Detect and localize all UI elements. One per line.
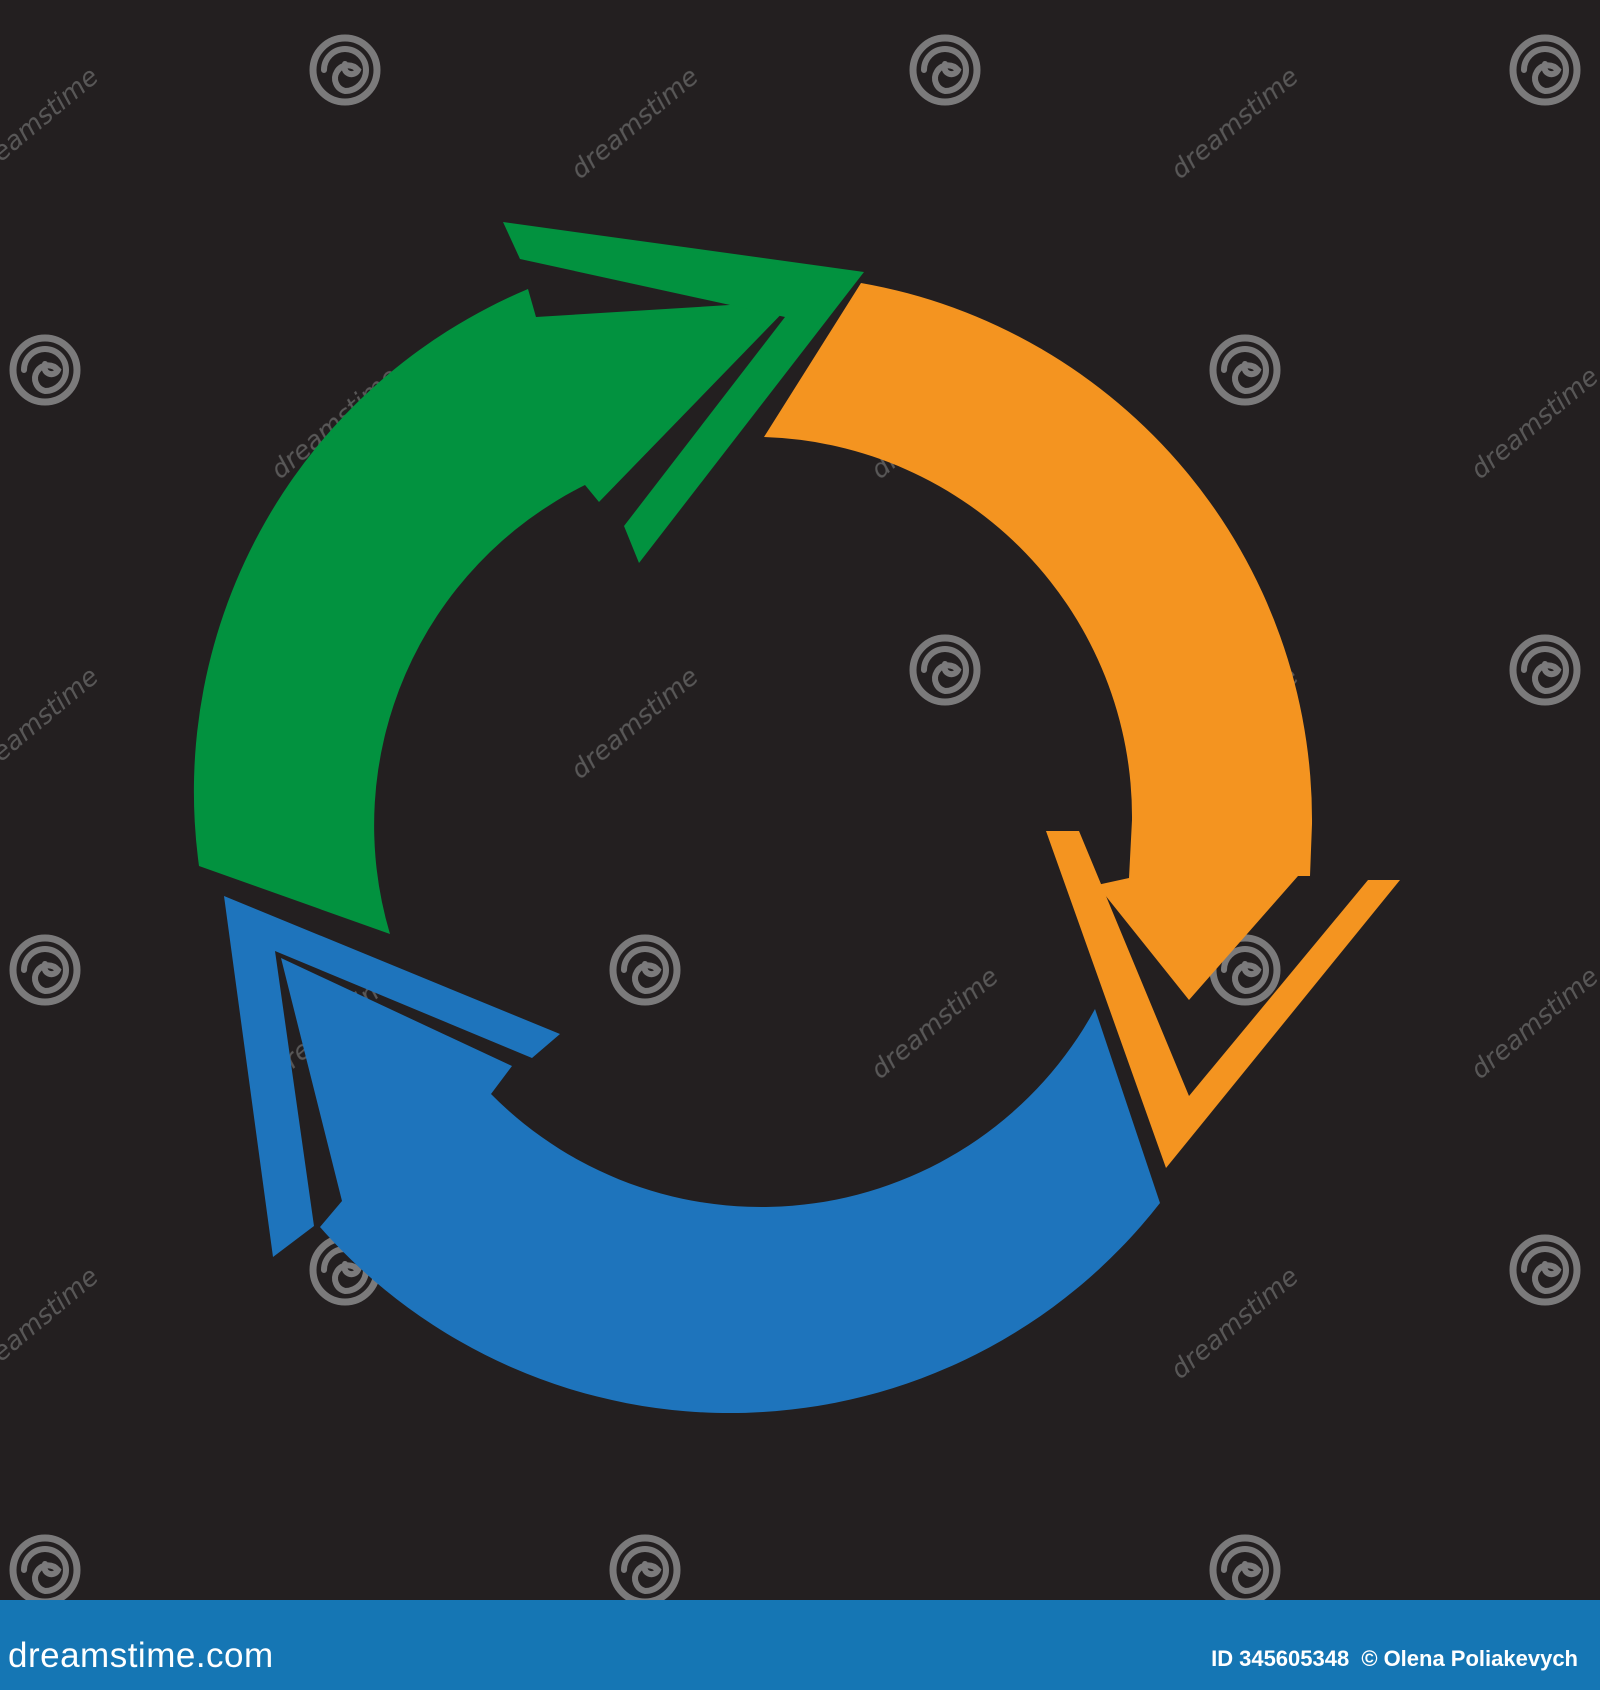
watermark-text: dreamstime [0, 1262, 105, 1386]
green-arrow [193, 222, 864, 934]
spiral-icon [1213, 338, 1277, 402]
spiral-icon [13, 1538, 77, 1600]
spiral-icon [613, 1538, 677, 1600]
spiral-icon [913, 38, 977, 102]
id-value: 345605348 [1239, 1646, 1350, 1671]
watermark-text: dreamstime [865, 962, 1004, 1086]
spiral-icon [913, 638, 977, 702]
copyright-symbol: © [1361, 1646, 1378, 1671]
stock-image: dreamstime dreamstime dreamstime dreamstime… [0, 0, 1600, 1600]
watermark-text: dreamstime [0, 662, 105, 786]
watermark-text: dreamstime [565, 62, 704, 186]
spiral-icon [1513, 38, 1577, 102]
spiral-icon [13, 338, 77, 402]
spiral-icon [313, 38, 377, 102]
watermark-text: dreamstime [1165, 62, 1304, 186]
watermark-text: dreamstime [1165, 1262, 1304, 1386]
watermark-text: dreamstime [1465, 962, 1600, 1086]
spiral-icon [613, 938, 677, 1002]
id-label: ID [1211, 1646, 1234, 1671]
spiral-icon [1513, 638, 1577, 702]
spiral-icon [13, 938, 77, 1002]
author-name: Olena Poliakevych [1383, 1646, 1578, 1671]
brand-label[interactable]: dreamstime.com [8, 1636, 274, 1675]
spiral-icon [1213, 1538, 1277, 1600]
watermark-text: dreamstime [1465, 362, 1600, 486]
spiral-icon [1513, 1238, 1577, 1302]
orange-arrow [764, 283, 1400, 1168]
cycle-arrows-graphic: dreamstime dreamstime dreamstime dreamstime… [0, 0, 1600, 1600]
blue-arrow [224, 896, 1160, 1414]
watermark-text: dreamstime [0, 62, 105, 186]
watermark-text: dreamstime [565, 662, 704, 786]
